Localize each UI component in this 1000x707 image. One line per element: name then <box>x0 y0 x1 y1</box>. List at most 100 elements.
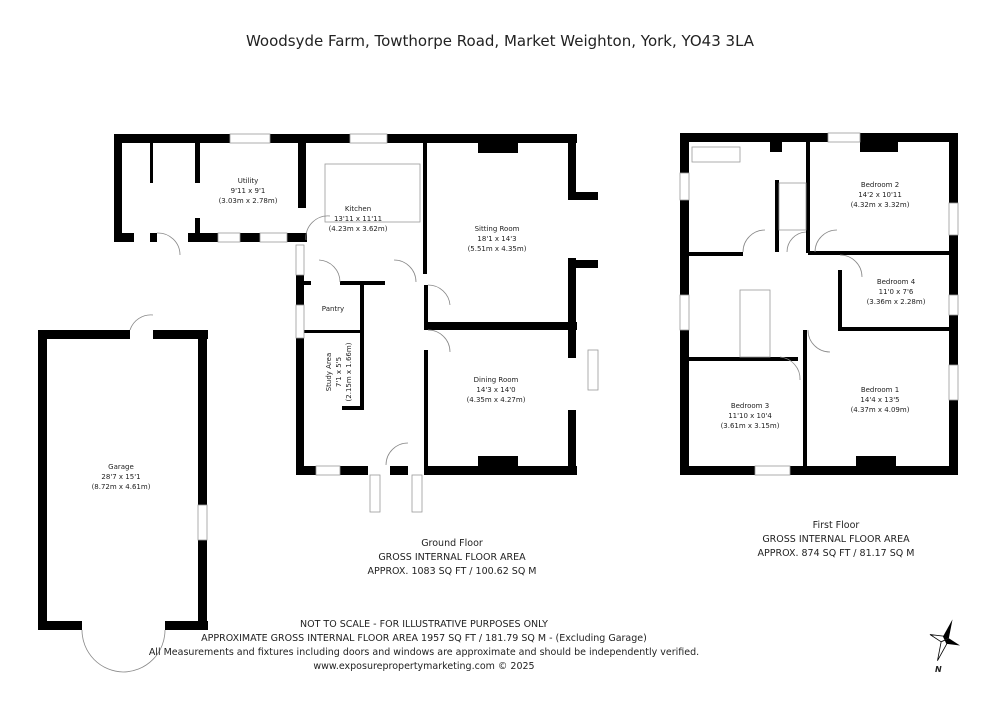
wall <box>949 400 958 475</box>
compass-north-label: N <box>935 665 942 674</box>
svg-text:Kitchen: Kitchen <box>345 205 371 213</box>
wall <box>150 233 157 242</box>
wall <box>680 466 755 475</box>
room-bedroom-3: Bedroom 3 11'10 x 10'4 (3.61m x 3.15m) <box>721 402 780 430</box>
window-or-fixture <box>411 474 423 513</box>
window-or-fixture <box>948 364 959 401</box>
door-swing <box>814 229 838 253</box>
svg-text:APPROX. 874 SQ FT / 81.17 SQ M: APPROX. 874 SQ FT / 81.17 SQ M <box>758 548 915 559</box>
wall <box>688 357 798 361</box>
svg-text:14'3 x 14'0: 14'3 x 14'0 <box>476 386 515 394</box>
wall <box>198 540 207 630</box>
door-swing <box>427 329 451 353</box>
wall <box>296 281 311 285</box>
window-or-fixture <box>259 232 288 243</box>
wall <box>568 260 598 268</box>
svg-text:14'4 x 13'5: 14'4 x 13'5 <box>860 396 899 404</box>
wall <box>305 134 350 143</box>
svg-text:28'7 x 15'1: 28'7 x 15'1 <box>101 473 140 481</box>
wall <box>790 466 958 475</box>
wall <box>298 143 306 208</box>
svg-text:www.exposurepropertymarketing.: www.exposurepropertymarketing.com © 2025 <box>313 661 534 672</box>
wall <box>680 330 689 475</box>
wall <box>427 134 577 143</box>
room-utility: Utility 9'11 x 9'1 (3.03m x 2.78m) <box>219 177 278 205</box>
wall <box>38 621 82 630</box>
window-or-fixture <box>778 182 807 231</box>
wall <box>808 251 958 255</box>
wall <box>195 143 200 183</box>
room-bedroom-4: Bedroom 4 11'0 x 7'6 (3.36m x 2.28m) <box>867 278 926 306</box>
svg-text:APPROXIMATE GROSS INTERNAL FLO: APPROXIMATE GROSS INTERNAL FLOOR AREA 19… <box>201 633 647 644</box>
wall <box>390 466 408 475</box>
door-swing <box>427 284 451 306</box>
svg-text:NOT TO SCALE - FOR ILLUSTRATIV: NOT TO SCALE - FOR ILLUSTRATIVE PURPOSES… <box>300 619 548 630</box>
wall <box>856 456 896 466</box>
svg-text:(2.15m x 1.66m): (2.15m x 1.66m) <box>345 342 353 401</box>
svg-text:11'10 x 10'4: 11'10 x 10'4 <box>728 412 772 420</box>
door-swing <box>786 231 807 253</box>
svg-text:GROSS INTERNAL FLOOR AREA: GROSS INTERNAL FLOOR AREA <box>378 552 526 563</box>
window-or-fixture <box>197 504 208 541</box>
room-garage: Garage 28'7 x 15'1 (8.72m x 4.61m) <box>92 463 151 491</box>
door-swing <box>385 442 409 466</box>
window-or-fixture <box>295 304 305 339</box>
wall <box>360 285 364 410</box>
window-or-fixture <box>739 289 771 358</box>
wall <box>150 143 153 183</box>
wall <box>296 275 304 305</box>
svg-text:All Measurements and fixtures: All Measurements and fixtures including … <box>149 647 699 658</box>
door-swing <box>305 215 331 241</box>
wall <box>680 133 828 142</box>
wall <box>188 233 218 242</box>
wall <box>568 258 576 328</box>
walls <box>38 133 958 630</box>
wall <box>423 134 427 274</box>
room-kitchen: Kitchen 13'11 x 11'11 (4.23m x 3.62m) <box>329 205 388 233</box>
window-or-fixture <box>587 349 599 391</box>
svg-text:Ground Floor: Ground Floor <box>421 538 483 549</box>
window-or-fixture <box>948 202 959 236</box>
first-floor-area: First Floor GROSS INTERNAL FLOOR AREA AP… <box>758 520 915 559</box>
ground-floor-area: Ground Floor GROSS INTERNAL FLOOR AREA A… <box>367 538 536 577</box>
wall <box>803 330 807 470</box>
wall <box>38 330 130 339</box>
svg-text:Utility: Utility <box>238 177 259 185</box>
wall <box>38 330 47 630</box>
svg-text:14'2 x 10'11: 14'2 x 10'11 <box>858 191 902 199</box>
svg-text:Pantry: Pantry <box>322 305 344 313</box>
window-or-fixture <box>315 465 341 476</box>
wall <box>114 233 134 242</box>
window-or-fixture <box>827 132 861 143</box>
wall <box>198 330 207 505</box>
svg-text:13'11 x 11'11: 13'11 x 11'11 <box>334 215 382 223</box>
window-or-fixture <box>691 146 741 163</box>
wall <box>568 330 576 358</box>
wall <box>478 143 518 153</box>
wall <box>165 621 208 630</box>
fixtures <box>81 132 959 673</box>
svg-text:Bedroom 2: Bedroom 2 <box>861 181 899 189</box>
wall <box>838 270 842 330</box>
svg-text:11'0 x 7'6: 11'0 x 7'6 <box>879 288 914 296</box>
svg-text:GROSS INTERNAL FLOOR AREA: GROSS INTERNAL FLOOR AREA <box>762 534 910 545</box>
window-or-fixture <box>349 133 388 144</box>
wall <box>114 134 230 143</box>
svg-text:(4.37m x 4.09m): (4.37m x 4.09m) <box>851 406 910 414</box>
wall <box>568 192 598 200</box>
disclaimer: NOT TO SCALE - FOR ILLUSTRATIVE PURPOSES… <box>149 619 699 672</box>
wall <box>296 432 304 475</box>
door-swing <box>156 232 181 256</box>
svg-text:Dining Room: Dining Room <box>474 376 519 384</box>
wall <box>425 466 577 475</box>
wall <box>270 134 305 143</box>
wall <box>860 142 898 152</box>
svg-text:Garage: Garage <box>108 463 134 471</box>
window-or-fixture <box>295 244 305 276</box>
wall <box>296 305 304 435</box>
wall <box>424 322 577 330</box>
svg-text:(4.23m x 3.62m): (4.23m x 3.62m) <box>329 225 388 233</box>
door-swing <box>742 229 766 253</box>
svg-text:(3.36m x 2.28m): (3.36m x 2.28m) <box>867 298 926 306</box>
room-bedroom-2: Bedroom 2 14'2 x 10'11 (4.32m x 3.32m) <box>851 181 910 209</box>
